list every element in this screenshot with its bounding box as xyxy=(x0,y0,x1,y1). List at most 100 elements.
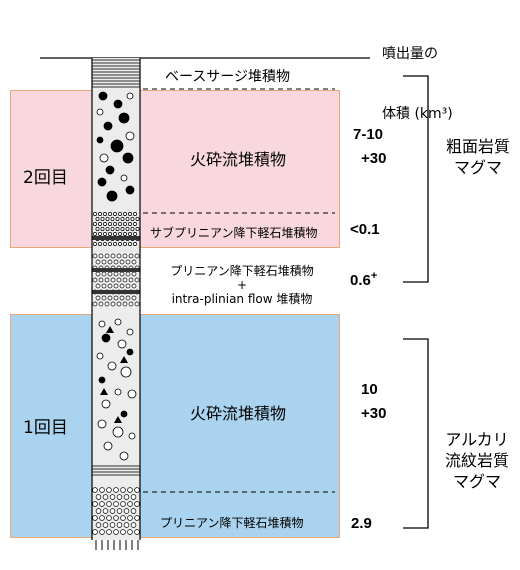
fine-pumice-dot xyxy=(123,242,127,246)
pumice-dot xyxy=(119,259,125,265)
fine-pumice-dot xyxy=(128,242,132,246)
lithic-fragment xyxy=(120,356,128,363)
fine-pumice-dot xyxy=(110,217,115,221)
pumice-dot xyxy=(131,283,137,289)
second-eruption-band xyxy=(10,90,340,248)
pumice-dot xyxy=(113,271,119,277)
fine-pumice-dot xyxy=(115,217,120,221)
pumice-dot xyxy=(92,501,98,507)
pumice-dot xyxy=(131,271,137,277)
pumice-dot xyxy=(104,277,110,283)
fine-pumice-dot xyxy=(113,232,117,236)
pumice-dot xyxy=(134,501,140,507)
alkali-rhyolite-magma-label: アルカリ 流紋岩質 マグマ xyxy=(444,430,509,491)
pumice-dot xyxy=(128,277,134,283)
pumice-dot xyxy=(92,487,98,493)
pumice-dot xyxy=(128,253,134,259)
pumice-dot xyxy=(116,253,122,259)
fine-pumice-dot xyxy=(100,217,105,221)
fine-pumice-dot xyxy=(123,212,127,216)
clast xyxy=(97,419,107,429)
pumice-dot xyxy=(107,259,113,265)
pumice-dot xyxy=(125,283,131,289)
pumice-dot xyxy=(119,283,125,289)
pumice-dot xyxy=(116,277,122,283)
fine-pumice-dot xyxy=(103,212,107,216)
pumice-dot xyxy=(101,271,107,277)
pyroclastic-flow-2-label: 火砕流堆積物 xyxy=(190,150,287,169)
fine-pumice-dot xyxy=(108,222,112,226)
fine-pumice-dot xyxy=(98,232,102,236)
clast xyxy=(120,410,128,418)
pumice-dot xyxy=(95,508,102,514)
volume-plinian-upper-value: 0.6 xyxy=(350,272,371,289)
clast xyxy=(126,348,134,356)
pumice-dot xyxy=(92,529,98,535)
clast xyxy=(128,432,136,440)
clast xyxy=(112,426,124,438)
clast xyxy=(103,121,113,131)
pumice-dot xyxy=(99,529,105,535)
fine-pumice-dot xyxy=(130,217,135,221)
volume-plinian-lower: 2.9 xyxy=(351,515,372,532)
pumice-dot xyxy=(119,295,125,301)
first-eruption-band xyxy=(10,314,340,538)
clast xyxy=(96,136,104,144)
fine-pumice-dot xyxy=(120,217,125,221)
fine-pumice-dot xyxy=(113,222,117,226)
pumice-dot xyxy=(122,253,128,259)
pumice-dot xyxy=(130,522,137,528)
base-surge-label: ベースサージ堆積物 xyxy=(165,69,291,85)
plinian-upper-plus: + xyxy=(236,278,248,292)
clast xyxy=(125,131,135,141)
fine-pumice-dot xyxy=(95,217,100,221)
pumice-dot xyxy=(113,283,119,289)
fine-pumice-dot xyxy=(118,222,122,226)
volume-pf1-line2: +30 xyxy=(361,405,387,422)
clast xyxy=(98,320,106,328)
clast xyxy=(114,318,122,326)
pumice-dot xyxy=(109,508,116,514)
clast xyxy=(110,139,124,153)
subplinian-label: サブプリニアン降下軽石堆積物 xyxy=(150,226,318,240)
pumice-dot xyxy=(95,271,101,277)
pumice-dot xyxy=(119,271,125,277)
plinian-upper-line2: intra-plinian flow 堆積物 xyxy=(171,292,313,306)
pumice-dot xyxy=(122,277,128,283)
pumice-dot xyxy=(99,501,105,507)
volume-header-line1: 噴出量の xyxy=(382,46,438,62)
clast xyxy=(113,99,123,109)
pumice-dot xyxy=(134,253,140,259)
fine-pumice-dot xyxy=(95,227,100,231)
fine-pumice-dot xyxy=(108,212,112,216)
pumice-dot xyxy=(99,515,105,521)
pumice-dot xyxy=(106,515,112,521)
pumice-dot xyxy=(95,522,102,528)
fine-pumice-dot xyxy=(105,217,110,221)
pumice-dot xyxy=(92,301,98,307)
fine-pumice-dot xyxy=(98,222,102,226)
fine-pumice-dot xyxy=(93,212,97,216)
pumice-dot xyxy=(113,487,119,493)
lithic-fragment xyxy=(106,326,114,333)
pumice-dot xyxy=(134,515,140,521)
fine-pumice-dot xyxy=(110,227,115,231)
pumice-dot xyxy=(116,508,123,514)
volume-column-header: 噴出量の 体積 (km³) xyxy=(382,4,453,144)
pumice-dot xyxy=(95,283,101,289)
pumice-dot xyxy=(127,501,133,507)
pumice-dot xyxy=(106,529,112,535)
pumice-dot xyxy=(106,501,112,507)
pumice-dot xyxy=(120,515,126,521)
fine-pumice-dot xyxy=(108,242,112,246)
clast xyxy=(105,165,115,175)
volume-pf2-line2: +30 xyxy=(361,150,387,167)
pumice-dot xyxy=(127,529,133,535)
clast xyxy=(98,91,108,101)
clast xyxy=(101,399,111,409)
fine-pumice-dot xyxy=(118,232,122,236)
clast xyxy=(96,108,104,116)
pumice-dot xyxy=(134,301,140,307)
clast xyxy=(103,441,113,451)
dark-layer xyxy=(92,236,140,240)
